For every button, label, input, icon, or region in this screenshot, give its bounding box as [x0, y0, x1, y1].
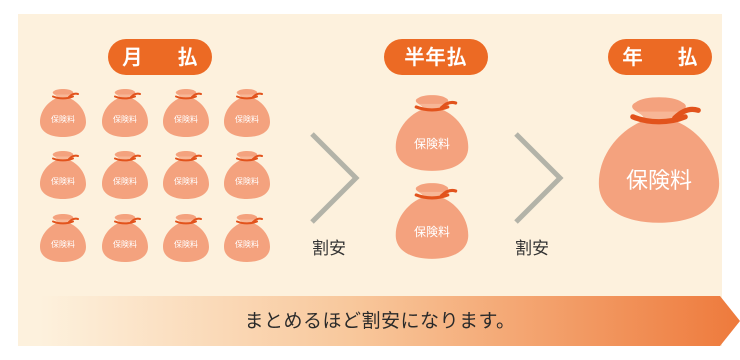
premium-bag-label: 保険料 [113, 115, 137, 124]
half-yearly-title-pill: 半年払 [384, 39, 488, 75]
premium-bag-label: 保険料 [51, 240, 75, 249]
money-bag-icon [163, 214, 209, 262]
premium-bag-label: 保険料 [235, 177, 259, 186]
premium-bag: 保険料 [391, 92, 473, 174]
half-yearly-title: 半年払 [404, 45, 468, 69]
money-bag-icon [224, 89, 270, 137]
cheaper-label: 割安 [312, 239, 346, 259]
yearly-title-pill: 年 払 [608, 39, 712, 75]
chevron-right-icon [510, 130, 566, 226]
monthly-title-pill: 月 払 [108, 39, 212, 75]
money-bag-icon [224, 214, 270, 262]
premium-bag: 保険料 [99, 87, 151, 139]
cheaper-label: 割安 [515, 239, 549, 259]
summary-banner-text: まとめるほど割安になります。 [244, 310, 516, 332]
money-bag-icon [102, 151, 148, 199]
premium-bag-label: 保険料 [51, 177, 75, 186]
premium-bag: 保険料 [160, 149, 212, 201]
money-bag-icon [40, 151, 86, 199]
premium-bag-label: 保険料 [625, 169, 692, 194]
premium-bag-label: 保険料 [413, 225, 450, 239]
premium-bag-label: 保険料 [51, 115, 75, 124]
premium-bag-label: 保険料 [174, 177, 198, 186]
money-bag-icon [102, 214, 148, 262]
premium-bag: 保険料 [221, 149, 273, 201]
premium-bag-label: 保険料 [235, 115, 259, 124]
premium-bag: 保険料 [221, 212, 273, 264]
premium-bag: 保険料 [391, 180, 473, 262]
summary-banner: まとめるほど割安になります。 [40, 296, 740, 346]
premium-bag: 保険料 [99, 149, 151, 201]
money-bag-icon [395, 183, 469, 259]
premium-bag: 保険料 [37, 212, 89, 264]
money-bag-icon [163, 151, 209, 199]
premium-bag-label: 保険料 [174, 115, 198, 124]
monthly-title: 月 払 [122, 45, 212, 69]
money-bag-icon [102, 89, 148, 137]
money-bag-icon [395, 95, 469, 171]
premium-bag: 保険料 [221, 87, 273, 139]
money-bag-icon [163, 89, 209, 137]
premium-bag: 保険料 [37, 87, 89, 139]
premium-bag: 保険料 [160, 212, 212, 264]
chevron-right-icon [306, 130, 362, 226]
premium-bag-label: 保険料 [113, 177, 137, 186]
premium-bag: 保険料 [160, 87, 212, 139]
money-bag-icon [598, 97, 720, 223]
money-bag-icon [40, 89, 86, 137]
yearly-title: 年 払 [622, 45, 712, 69]
premium-bag-label: 保険料 [413, 137, 450, 151]
premium-bag-label: 保険料 [174, 240, 198, 249]
premium-bag: 保険料 [99, 212, 151, 264]
money-bag-icon [40, 214, 86, 262]
premium-bag-label: 保険料 [235, 240, 259, 249]
premium-bag: 保険料 [591, 92, 727, 228]
premium-bag: 保険料 [37, 149, 89, 201]
premium-bag-label: 保険料 [113, 240, 137, 249]
money-bag-icon [224, 151, 270, 199]
